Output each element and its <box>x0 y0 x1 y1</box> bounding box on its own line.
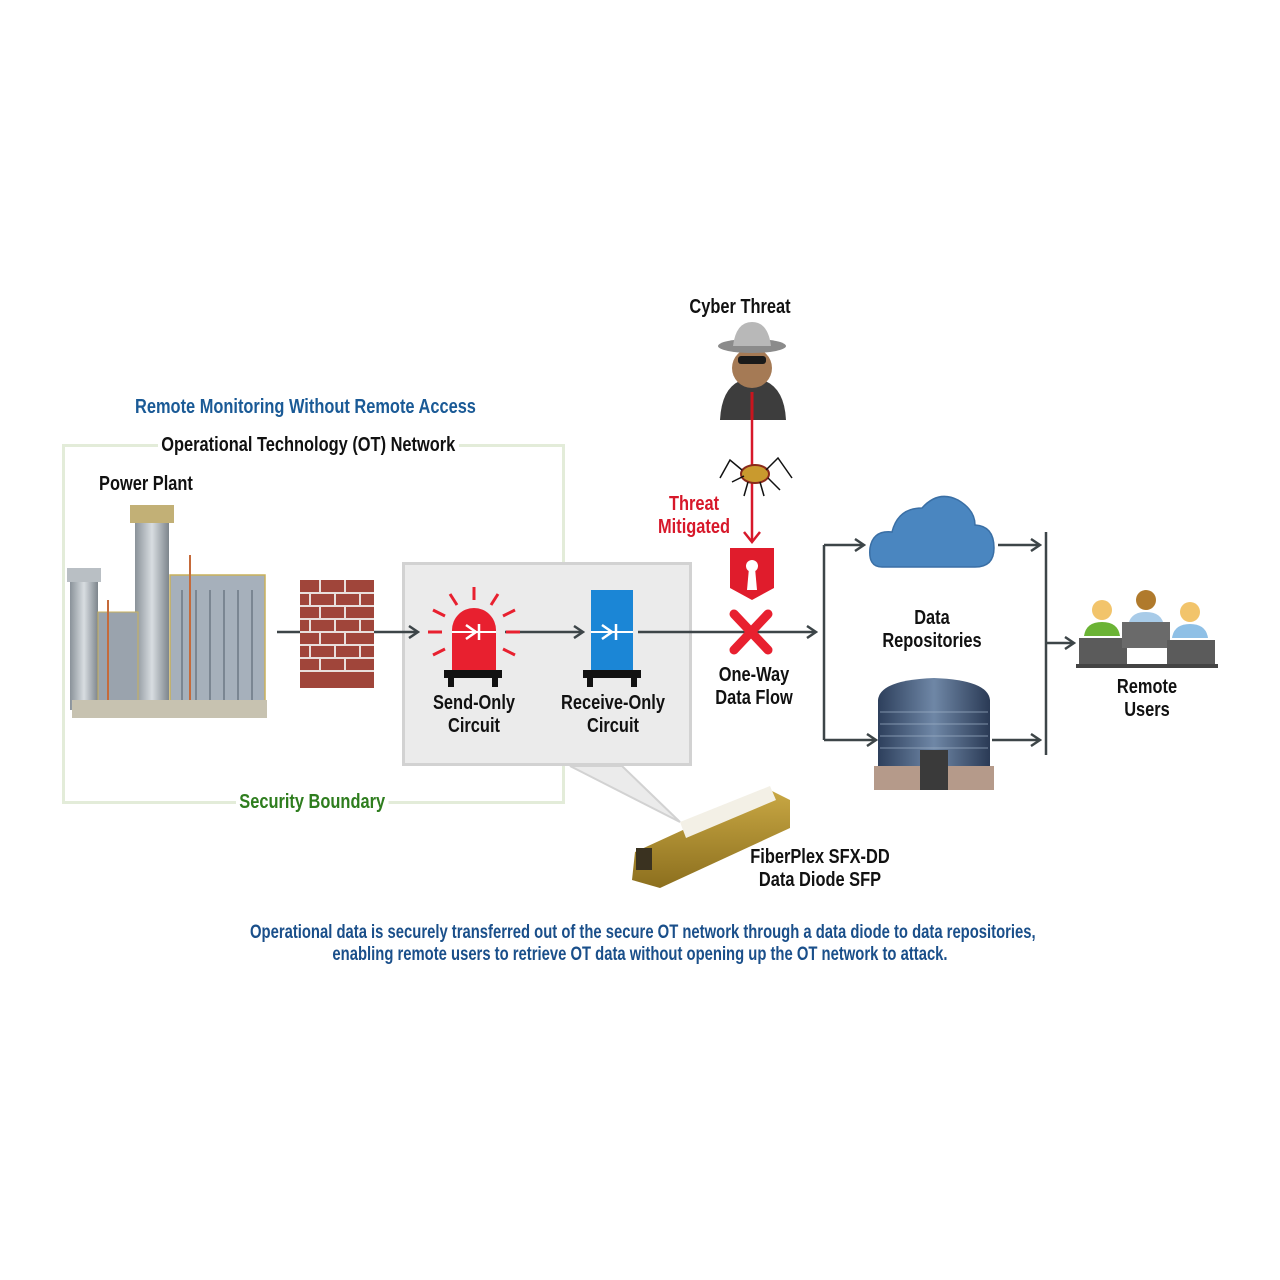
caption: Operational data is securely transferred… <box>250 922 1036 966</box>
callout-pointer <box>569 765 681 823</box>
power-plant-icon <box>67 505 267 718</box>
data-center-building-icon <box>874 678 994 790</box>
bug-icon <box>719 456 793 497</box>
send-only-circuit-icon <box>428 587 520 687</box>
sfp-module-icon <box>632 786 790 888</box>
one-way-line2: Data Flow <box>715 687 793 709</box>
receive-only-line2: Circuit <box>587 715 639 737</box>
product-label: FiberPlex SFX-DD Data Diode SFP <box>738 846 902 892</box>
remote-users-line1: Remote <box>1116 676 1178 698</box>
one-way-line1: One-Way <box>718 664 790 686</box>
product-line2: Data Diode SFP <box>758 869 882 891</box>
ot-network-label: Operational Technology (OT) Network <box>158 434 459 457</box>
send-only-line2: Circuit <box>448 715 500 737</box>
blocked-x-icon <box>729 609 773 655</box>
receive-only-label: Receive-Only Circuit <box>549 692 677 738</box>
one-way-data-flow-label: One-Way Data Flow <box>705 664 803 710</box>
threat-arrowhead <box>743 531 761 545</box>
diagram-title: Remote Monitoring Without Remote Access <box>135 396 476 418</box>
caption-line1: Operational data is securely transferred… <box>250 922 1036 943</box>
receive-only-line1: Receive-Only <box>561 692 665 714</box>
product-line1: FiberPlex SFX-DD <box>750 846 890 868</box>
hacker-icon <box>718 322 786 420</box>
threat-mitigated-line2: Mitigated <box>658 516 730 538</box>
cloud-icon <box>869 495 995 568</box>
threat-mitigated-line1: Threat <box>668 493 720 515</box>
data-repositories-line2: Repositories <box>882 630 982 652</box>
data-repositories-label: Data Repositories <box>875 607 990 653</box>
remote-users-label: Remote Users <box>1098 676 1196 722</box>
repository-branch-lines <box>822 532 1074 755</box>
caption-line2: enabling remote users to retrieve OT dat… <box>332 943 948 965</box>
send-only-label: Send-Only Circuit <box>417 692 532 738</box>
threat-mitigated-label: Threat Mitigated <box>645 493 743 539</box>
firewall-icon <box>300 580 374 688</box>
power-plant-label: Power Plant <box>99 473 193 495</box>
cyber-threat-label: Cyber Threat <box>689 296 791 318</box>
receive-only-circuit-icon <box>583 590 641 687</box>
remote-users-icon <box>1076 590 1218 668</box>
data-diode-callout-panel <box>402 562 692 766</box>
security-boundary-label: Security Boundary <box>236 791 389 814</box>
send-only-line1: Send-Only <box>432 692 515 714</box>
data-repositories-line1: Data <box>914 607 950 629</box>
remote-users-line2: Users <box>1124 699 1170 721</box>
lock-shield-icon <box>730 548 774 600</box>
